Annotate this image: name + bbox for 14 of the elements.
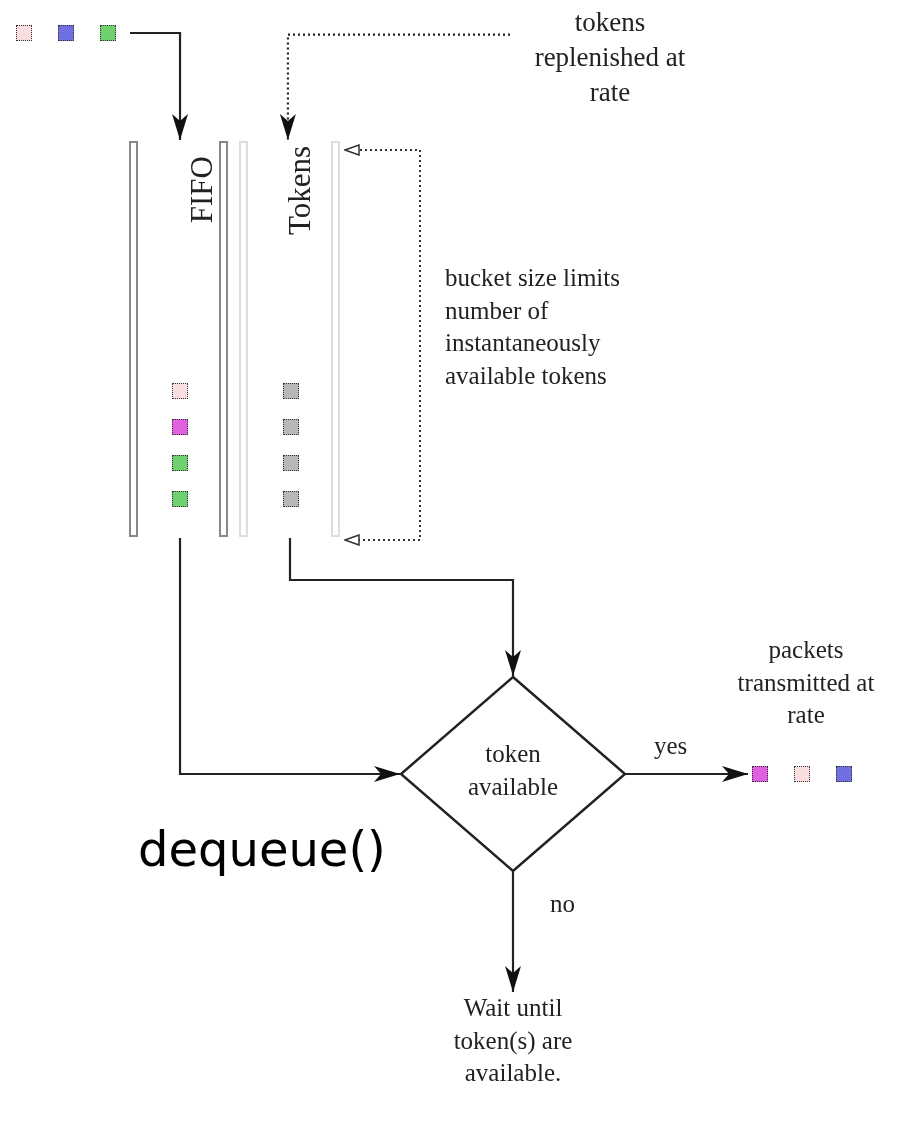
arrow — [130, 31, 188, 140]
note-text: tokens replenished at rate — [533, 6, 687, 110]
arrow — [178, 538, 400, 782]
arrow — [626, 766, 748, 782]
bucket-label: Tokens — [284, 146, 315, 236]
decision-text: token available — [466, 739, 560, 802]
note-text: bucket size limits number of instantaneously available tokens — [445, 263, 621, 391]
queue-label: FIFO — [186, 156, 217, 224]
caption-text: packets transmitted at rate — [736, 635, 876, 730]
arrow — [288, 538, 521, 676]
result-text: Wait until token(s) are available. — [452, 993, 574, 1088]
function-name: dequeue() — [138, 820, 387, 879]
arrow — [279, 33, 510, 140]
arrow — [505, 872, 521, 992]
